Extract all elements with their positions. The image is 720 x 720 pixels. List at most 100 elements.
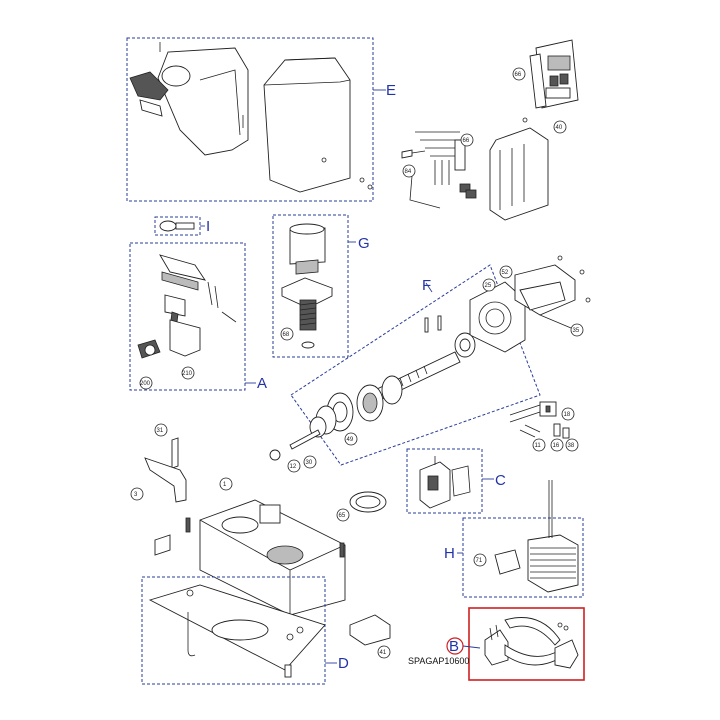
part-outline [289, 429, 321, 450]
part-outline [559, 73, 569, 85]
part-callout-circle [473, 553, 487, 567]
part-outline [415, 131, 462, 157]
group-f[interactable]: 49 12 30 25 F [269, 264, 541, 473]
group-g[interactable]: 68 G [272, 214, 370, 358]
part-outline [549, 75, 559, 87]
part-callout-circle [460, 133, 474, 147]
part-callout-circle [286, 633, 294, 641]
part-callout-circle [287, 459, 301, 473]
part-number-11: 11 [535, 443, 542, 449]
part-callout-circle [579, 269, 585, 275]
part-outline [139, 99, 163, 117]
part-callout-circle [402, 164, 416, 178]
part-outline [154, 216, 201, 236]
part-number-16: 16 [553, 443, 560, 449]
part-outline [465, 189, 477, 199]
leader-line [214, 285, 219, 309]
part-number-41: 41 [380, 650, 387, 656]
cover-right [263, 57, 351, 193]
part-callout-circle [296, 626, 304, 634]
part-outline [269, 449, 281, 461]
part-callout-circle [482, 278, 496, 292]
group-c[interactable]: C [406, 448, 506, 514]
part-outline [484, 629, 509, 666]
cover-left [157, 47, 249, 156]
part-callout-circle [377, 645, 391, 659]
part-number-65: 65 [339, 513, 346, 519]
leader-line [462, 645, 481, 649]
group-i[interactable]: I [154, 216, 210, 236]
part-callout-circle [565, 438, 579, 452]
part-number-66: 66 [515, 72, 522, 78]
leader-line [207, 281, 213, 306]
limit-switch[interactable]: 18 11 16 38 [509, 401, 579, 452]
wiring-and-bracket[interactable]: 66 84 40 [401, 117, 567, 221]
part-outline [289, 223, 325, 235]
part-number-35: 35 [573, 328, 580, 334]
part-outline [221, 516, 259, 534]
part-number-3: 3 [134, 492, 138, 498]
group-h[interactable]: 71 H [444, 480, 584, 598]
part-outline [129, 242, 246, 391]
leader-line [425, 282, 433, 293]
part-outline [349, 614, 391, 646]
part-outline [519, 281, 566, 311]
part-outline [437, 315, 442, 331]
part-number-49: 49 [347, 437, 354, 443]
part-outline [451, 465, 471, 497]
part-number-12: 12 [290, 464, 297, 470]
part-outline [362, 392, 378, 414]
part-callout-circle [181, 366, 195, 380]
part-outline [144, 457, 187, 503]
part-outline [159, 254, 207, 281]
part-number-210: 210 [182, 371, 193, 377]
part-callout-circle [557, 622, 563, 628]
base-assembly[interactable]: 31 3 1 65 41 [130, 423, 391, 659]
part-callout-circle [561, 407, 575, 421]
part-outline [494, 549, 521, 575]
part-circle [512, 67, 526, 81]
part-callout-circle [303, 455, 317, 469]
part-outline [529, 53, 547, 109]
limit-bracket[interactable]: 52 35 [499, 255, 591, 337]
part-outline [272, 214, 349, 358]
part-outline [401, 149, 413, 159]
group-e-letter: E [386, 82, 396, 99]
group-e[interactable]: E [126, 37, 396, 202]
part-outline [553, 423, 561, 437]
group-a[interactable]: 200 210 A [129, 242, 267, 392]
part-outline [381, 375, 403, 405]
part-outline [406, 448, 483, 514]
part-callout-circle [219, 477, 233, 491]
part-number-68: 68 [283, 332, 290, 338]
group-b[interactable]: B SPAGAP10600 [408, 607, 585, 681]
part-outline [504, 617, 561, 646]
control-board[interactable]: 66 [512, 39, 579, 109]
part-outline [545, 87, 571, 99]
part-outline [301, 341, 315, 349]
part-number-38: 38 [568, 443, 575, 449]
part-outline [554, 639, 579, 669]
part-callout-circle [367, 184, 373, 190]
part-callout-circle [563, 625, 569, 631]
part-outline [171, 437, 179, 469]
part-outline [434, 160, 450, 185]
leader-line [411, 150, 426, 154]
part-outline [263, 79, 351, 86]
part-callout-circle [485, 308, 505, 328]
group-d[interactable]: D [141, 576, 349, 685]
part-number-40: 40 [556, 125, 563, 131]
part-outline [295, 259, 319, 275]
part-outline [424, 317, 429, 333]
part-outline [530, 547, 576, 579]
part-outline [499, 144, 525, 210]
part-outline [161, 271, 199, 291]
part-outline [509, 404, 541, 423]
part-outline [489, 624, 499, 641]
part-outline [266, 545, 304, 565]
group-letter-c: C [495, 472, 506, 489]
part-outline [427, 475, 439, 491]
part-outline [299, 302, 317, 326]
part-code: SPAGAP10600 [408, 656, 469, 666]
